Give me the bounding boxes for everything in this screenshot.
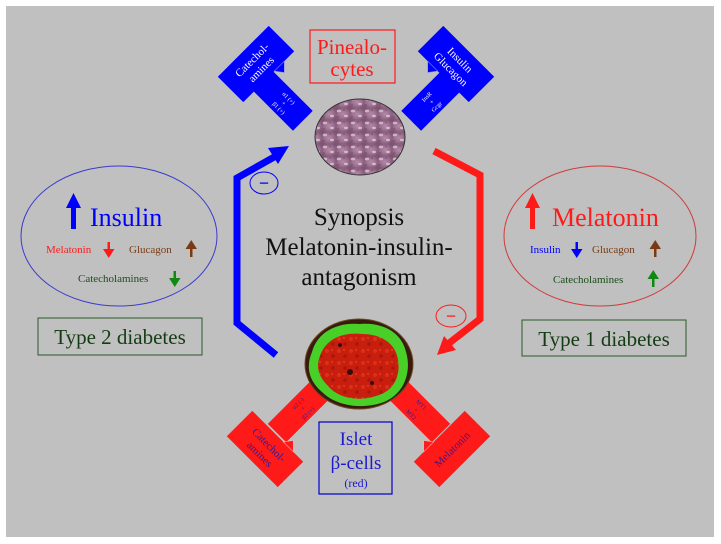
ligand-box — [413, 410, 491, 488]
arrow-up-icon — [185, 240, 197, 257]
pinealocytes-label: Pinealo- cytes — [309, 29, 396, 84]
pineal-catecholamine-receptor: α1 (+) + β1 (+) — [249, 67, 313, 131]
receptor-stalk — [267, 379, 331, 443]
arrow-up-icon — [647, 270, 659, 287]
pinealocytes-tissue-image — [314, 98, 406, 176]
ligand-notch — [273, 60, 285, 73]
receptor-stalk — [401, 67, 465, 131]
type1-melatonin-panel: Melatonin Insulin Glucagon Catecholamine… — [503, 165, 697, 357]
insulin-label: Insulin — [530, 244, 561, 256]
arrow-shaft — [432, 147, 484, 347]
islet-label-line2: β-cells — [331, 453, 382, 474]
diagram-title: Synopsis Melatonin-insulin- antagonism — [265, 204, 452, 291]
ligand-box — [226, 410, 304, 488]
inhibition-ellipse — [249, 171, 279, 195]
arrow-up-icon — [66, 193, 81, 229]
insulin-ellipse — [20, 165, 218, 307]
ligand-box — [417, 25, 495, 103]
melatonin-label: Melatonin — [46, 244, 92, 256]
ligand-notch — [427, 60, 439, 73]
islet-label: Islet β-cells (red) — [318, 421, 393, 495]
title-line1: Synopsis — [314, 204, 404, 231]
glucagon-label: Glucagon — [592, 244, 635, 256]
type1-diabetes-label: Type 1 diabetes — [538, 327, 670, 351]
islet-nucleus — [370, 381, 374, 385]
receptor-label-plus: + — [301, 405, 308, 412]
insulin-main-label: Insulin — [90, 203, 162, 232]
inhibition-symbol-blue: − — [249, 171, 279, 195]
arrow-down-icon — [169, 271, 181, 287]
type2-insulin-panel: Insulin Melatonin Glucagon Catecholamine… — [20, 165, 218, 356]
receptor-label-plus: + — [280, 101, 287, 108]
title-line2: Melatonin-insulin- — [265, 234, 452, 261]
insulin-to-pineal-arrow — [233, 146, 289, 358]
islet-label-line1: Islet — [340, 429, 373, 450]
inhibition-symbol-red: − — [435, 304, 467, 328]
melatonin-to-islet-arrow — [432, 147, 484, 355]
islet-label-line3: (red) — [344, 476, 367, 490]
receptor-label-plus: + — [412, 407, 419, 414]
type2-diabetes-label: Type 2 diabetes — [54, 325, 186, 349]
diagram-background — [6, 6, 714, 537]
arrow-head — [437, 336, 456, 355]
islet-box — [318, 421, 393, 495]
pineal-insulin-glucagon-receptor: InsR + Gcgr — [401, 67, 465, 131]
arrow-up-icon — [649, 240, 661, 257]
type1-diabetes-box — [521, 319, 687, 357]
minus-icon: − — [259, 173, 269, 193]
islet-beta-cells — [318, 333, 399, 399]
catecholamines-label: Catecholamines — [553, 274, 623, 286]
glucagon-label: Glucagon — [129, 244, 172, 256]
melatonin-ellipse — [503, 165, 697, 307]
minus-icon: − — [446, 306, 456, 326]
islet-nucleus — [347, 369, 353, 375]
receptor-stalk — [249, 67, 313, 131]
islet-tissue-image — [304, 318, 414, 410]
pinealocytes-box — [309, 29, 396, 84]
arrow-up-icon — [525, 193, 540, 229]
title-line3: antagonism — [301, 264, 417, 291]
arrow-head — [268, 146, 289, 164]
receptor-stalk — [387, 379, 451, 443]
catecholamines-label: Catecholamines — [78, 273, 148, 285]
pinealocytes-label-line1: Pinealo- — [317, 35, 387, 59]
ligand-notch — [282, 440, 294, 453]
ligand-notch — [423, 440, 435, 453]
islet-nucleus — [338, 343, 342, 347]
pinealocytes-label-line2: cytes — [330, 57, 373, 81]
arrow-shaft — [233, 152, 279, 358]
ligand-box — [217, 25, 295, 103]
ligand-catecholamines-bottom: Catechol- amines — [226, 410, 304, 488]
type2-diabetes-box — [37, 317, 203, 356]
melatonin-main-label: Melatonin — [552, 203, 659, 232]
arrow-down-icon — [571, 242, 583, 258]
arrow-down-icon — [103, 242, 115, 258]
inhibition-ellipse — [435, 304, 467, 328]
receptor-label-plus: + — [429, 99, 436, 106]
